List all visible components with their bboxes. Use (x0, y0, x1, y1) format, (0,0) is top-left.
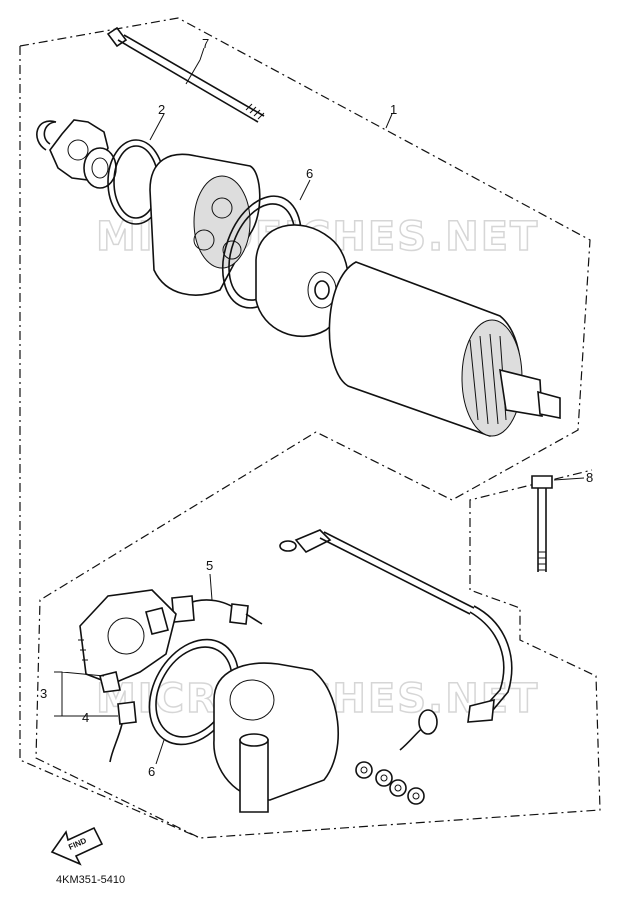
end-cover (255, 224, 350, 338)
callout-6-bottom: 6 (148, 764, 155, 779)
brush-lead-wire (171, 595, 263, 625)
leader-lines (54, 47, 585, 765)
brush-part (109, 701, 137, 763)
callout-1: 1 (390, 102, 397, 117)
brush-holder-plate (78, 589, 177, 693)
nuts-washers-group (355, 709, 438, 805)
callout-8: 8 (586, 470, 593, 485)
callout-2: 2 (158, 102, 165, 117)
rear-cover (213, 662, 340, 813)
assembly-outline (19, 17, 601, 839)
callout-labels: 1 2 3 4 5 6 6 7 8 (40, 36, 593, 779)
starter-cable (279, 529, 513, 723)
callout-5: 5 (206, 558, 213, 573)
mounting-bolt-part (531, 475, 553, 572)
starter-motor-yoke (328, 261, 561, 437)
diagram-part-number: 4KM351-5410 (56, 874, 126, 886)
find-arrow-icon: FIND (50, 826, 104, 866)
callout-3: 3 (40, 686, 47, 701)
callout-4: 4 (82, 710, 89, 725)
callout-6-top: 6 (306, 166, 313, 181)
front-cover-housing (149, 153, 261, 296)
circlip-gear-washer-group (36, 119, 117, 189)
callout-7: 7 (202, 36, 209, 51)
through-bolt-part (106, 26, 265, 123)
